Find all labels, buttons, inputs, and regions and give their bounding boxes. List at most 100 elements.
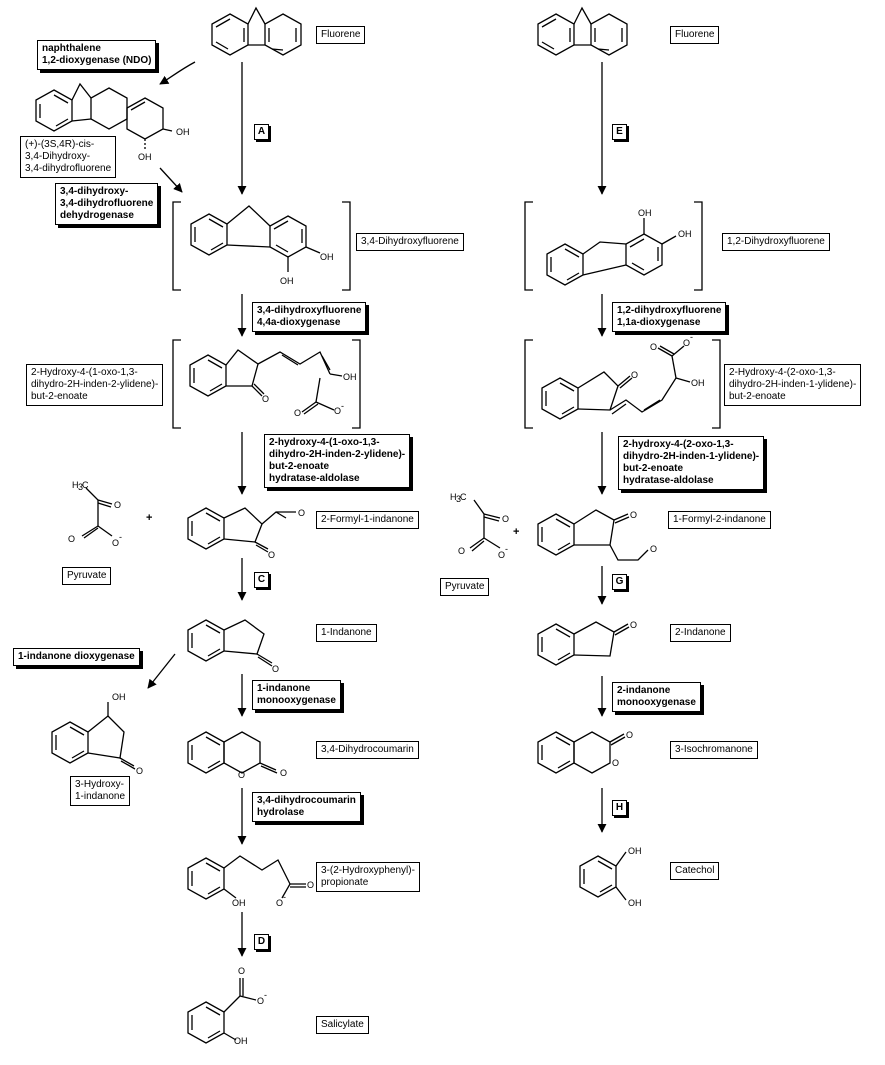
atom-o: O bbox=[612, 758, 619, 768]
hydroxy-indanone-label: 3-Hydroxy- 1-indanone bbox=[70, 776, 131, 806]
one-indanone-label: 1-Indanone bbox=[316, 624, 377, 642]
right-pyruvate-label: Pyruvate bbox=[440, 578, 490, 596]
cis-dihydrodiol-label: (+)-(3S,4R)-cis- 3,4-Dihydroxy- 3,4-dihy… bbox=[20, 136, 117, 178]
charge-minus: - bbox=[505, 544, 508, 554]
atom-o-minus: O bbox=[276, 898, 283, 908]
atom-o: O bbox=[136, 766, 143, 776]
right-hydratase-enzyme-label: 2-hydroxy-4-(2-oxo-1,3- dihydro-2H-inden… bbox=[618, 436, 765, 490]
charge-minus: - bbox=[264, 990, 267, 1000]
one-indanone-structure bbox=[187, 619, 273, 667]
indanone-dioxygenase-enzyme-label: 1-indanone dioxygenase bbox=[13, 648, 140, 666]
indanone-monooxygenase-enzyme-label: 1-indanone monooxygenase bbox=[252, 680, 341, 710]
step-h-label: H bbox=[612, 800, 627, 816]
hydroxy-indanone-structure bbox=[51, 702, 136, 770]
atom-ch3-sub: 3 bbox=[78, 482, 83, 492]
right-fluorene-label: Fluorene bbox=[670, 26, 720, 44]
step-e-label: E bbox=[612, 124, 627, 140]
atom-o: O bbox=[626, 730, 633, 740]
atom-o: O bbox=[631, 370, 638, 380]
dihydrocoumarin-structure bbox=[187, 731, 278, 774]
atom-oh: OH bbox=[112, 692, 126, 702]
atom-o: O bbox=[272, 664, 279, 674]
atom-ch3-sub: 3 bbox=[456, 494, 461, 504]
formyl-indanone-structure bbox=[187, 507, 296, 553]
charge-minus: - bbox=[283, 892, 286, 902]
step-c-label: C bbox=[254, 572, 269, 588]
left-pyruvate-label: Pyruvate bbox=[62, 567, 112, 585]
atom-ch3: H bbox=[72, 480, 79, 490]
right-dioxygenase-enzyme-label: 1,2-dihydroxyfluorene 1,1a-dioxygenase bbox=[612, 302, 727, 332]
atom-oh: OH bbox=[628, 846, 642, 856]
plus-sign: + bbox=[513, 526, 520, 538]
atom-o: O bbox=[298, 508, 305, 518]
salicylate-structure bbox=[187, 978, 257, 1044]
right-ring-cleavage-structure bbox=[541, 345, 691, 420]
atom-oh: OH bbox=[678, 229, 692, 239]
charge-minus: - bbox=[119, 532, 122, 542]
atom-ch3: H bbox=[450, 492, 457, 502]
atom-o: O bbox=[307, 880, 314, 890]
right-fluorene-structure bbox=[537, 6, 628, 56]
atom-o: O bbox=[650, 342, 657, 352]
atom-o: O bbox=[502, 514, 509, 524]
ndo-enzyme-label: naphthalene 1,2-dioxygenase (NDO) bbox=[37, 40, 157, 70]
atom-o: O bbox=[114, 500, 121, 510]
atom-o: O bbox=[68, 534, 75, 544]
left-dihydroxyfluorene-label: 3,4-Dihydroxyfluorene bbox=[356, 233, 464, 251]
dehydrogenase-enzyme-label: 3,4-dihydroxy- 3,4-dihydrofluorene dehyd… bbox=[55, 183, 159, 225]
atom-oh: OH bbox=[138, 152, 152, 162]
catechol-structure bbox=[579, 851, 627, 901]
plus-sign: + bbox=[146, 512, 153, 524]
atom-o: O bbox=[238, 966, 245, 976]
atom-o-minus: O bbox=[498, 550, 505, 560]
atom-oh: OH bbox=[628, 898, 642, 908]
step-d-label: D bbox=[254, 934, 269, 950]
atom-o-minus: O bbox=[112, 538, 119, 548]
left-dihydroxyfluorene-structure bbox=[190, 205, 321, 272]
left-dioxygenase-enzyme-label: 3,4-dihydroxyfluorene 4,4a-dioxygenase bbox=[252, 302, 367, 332]
step-g-label: G bbox=[612, 574, 627, 590]
atom-oh: OH bbox=[234, 1036, 248, 1046]
left-ring-cleavage-structure bbox=[189, 349, 343, 415]
atom-oh: OH bbox=[691, 378, 705, 388]
isochromanone-label: 3-Isochromanone bbox=[670, 741, 758, 759]
atom-o: O bbox=[280, 768, 287, 778]
formyl-2-indanone-label: 1-Formyl-2-indanone bbox=[668, 511, 771, 529]
hydrolase-enzyme-label: 3,4-dihydrocoumarin hydrolase bbox=[252, 792, 361, 822]
formyl-indanone-label: 2-Formyl-1-indanone bbox=[316, 511, 419, 529]
atom-o: O bbox=[268, 550, 275, 560]
atom-oh: OH bbox=[232, 898, 246, 908]
charge-minus: - bbox=[341, 401, 344, 411]
hydroxyphenylpropionate-structure bbox=[187, 855, 306, 900]
catechol-label: Catechol bbox=[670, 862, 720, 880]
atom-ch3-c: C bbox=[460, 492, 467, 502]
charge-minus: - bbox=[690, 332, 693, 342]
atom-ch3-c: C bbox=[82, 480, 89, 490]
atom-o: O bbox=[238, 770, 245, 780]
left-hydratase-enzyme-label: 2-hydroxy-4-(1-oxo-1,3- dihydro-2H-inden… bbox=[264, 434, 411, 488]
right-ring-cleavage-label: 2-Hydroxy-4-(2-oxo-1,3- dihydro-2H-inden… bbox=[724, 364, 862, 406]
atom-o-minus: O bbox=[683, 338, 690, 348]
atom-oh: OH bbox=[320, 252, 334, 262]
dihydrocoumarin-label: 3,4-Dihydrocoumarin bbox=[316, 741, 419, 759]
atom-oh: OH bbox=[280, 276, 294, 286]
atom-oh: OH bbox=[343, 372, 357, 382]
atom-o-minus: O bbox=[257, 996, 264, 1006]
two-indanone-structure bbox=[537, 621, 630, 666]
right-pyruvate-structure bbox=[469, 499, 501, 552]
left-fluorene-label: Fluorene bbox=[316, 26, 366, 44]
formyl-2-indanone-structure bbox=[537, 509, 649, 561]
hydroxyphenylpropionate-label: 3-(2-Hydroxyphenyl)- propionate bbox=[316, 862, 420, 892]
cis-dihydrodiol-structure bbox=[35, 82, 173, 150]
atom-o: O bbox=[630, 620, 637, 630]
atom-o: O bbox=[458, 546, 465, 556]
left-fluorene-structure bbox=[211, 6, 302, 56]
atom-o: O bbox=[650, 544, 657, 554]
right-dihydroxyfluorene-label: 1,2-Dihydroxyfluorene bbox=[722, 233, 830, 251]
atom-o: O bbox=[630, 510, 637, 520]
right-dihydroxyfluorene-structure bbox=[546, 218, 677, 286]
two-indanone-label: 2-Indanone bbox=[670, 624, 731, 642]
step-a-label: A bbox=[254, 124, 269, 140]
isochromanone-structure bbox=[537, 731, 626, 774]
